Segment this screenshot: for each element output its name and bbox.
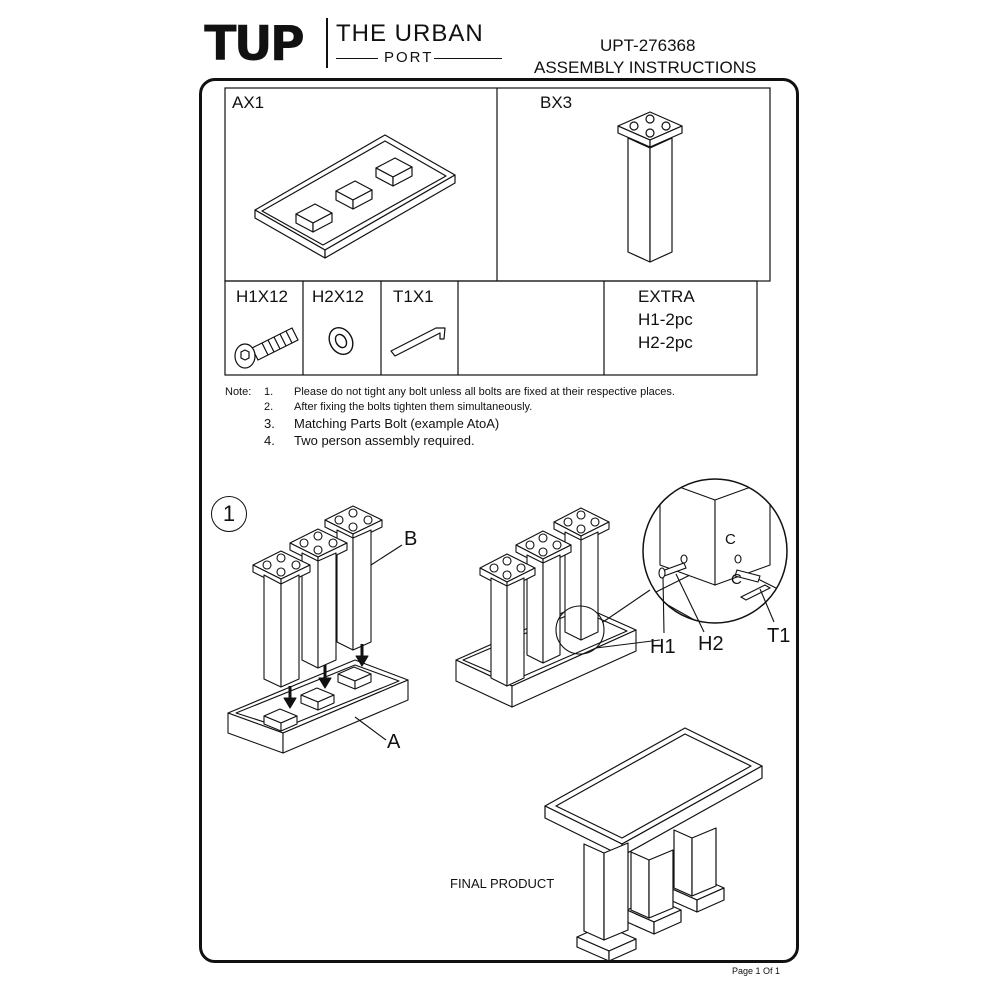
callout-t1: T1 <box>767 625 791 647</box>
logo-rule-left <box>336 58 378 59</box>
callout-a: A <box>387 731 401 753</box>
part-label-h1: H1X12 <box>236 287 288 306</box>
step-number-badge: 1 <box>211 496 247 532</box>
notes-label: Note: <box>225 386 252 398</box>
part-label-ax1: AX1 <box>232 93 265 112</box>
note-text: Please do not tight any bolt unless all … <box>294 386 675 398</box>
document-title: ASSEMBLY INSTRUCTIONS <box>534 58 757 77</box>
note-number: 4. <box>264 433 275 448</box>
logo-rule-right <box>434 58 502 59</box>
note-text: After fixing the bolts tighten them simu… <box>294 401 533 413</box>
part-label-t1: T1X1 <box>393 287 434 306</box>
extra-h1: H1-2pc <box>638 310 693 329</box>
extra-title: EXTRA <box>638 287 695 306</box>
brand-name-line1: THE URBAN <box>336 20 484 47</box>
brand-name-line2: PORT <box>384 49 434 66</box>
model-number: UPT-276368 <box>600 36 696 55</box>
final-product-label: FINAL PRODUCT <box>450 876 555 891</box>
note-number: 3. <box>264 416 275 431</box>
page-indicator: Page 1 Of 1 <box>732 966 781 976</box>
note-number: 1. <box>264 386 274 398</box>
note-text: Matching Parts Bolt (example AtoA) <box>294 416 500 431</box>
note-number: 2. <box>264 401 274 413</box>
logo-divider <box>326 18 328 68</box>
brand-logo: TUP THE URBAN PORT <box>204 14 504 72</box>
callout-h1: H1 <box>650 636 676 658</box>
brand-mark: TUP <box>204 16 305 72</box>
note-text: Two person assembly required. <box>294 433 475 448</box>
part-label-h2: H2X12 <box>312 287 364 306</box>
step-number: 1 <box>222 501 236 526</box>
callout-h2: H2 <box>698 633 724 655</box>
callout-b: B <box>404 528 418 550</box>
part-label-bx3: BX3 <box>540 93 573 112</box>
instruction-frame <box>199 78 799 963</box>
extra-h2: H2-2pc <box>638 333 693 352</box>
detail-label-c-bottom: C <box>731 571 742 588</box>
detail-label-c-top: C <box>725 531 736 548</box>
